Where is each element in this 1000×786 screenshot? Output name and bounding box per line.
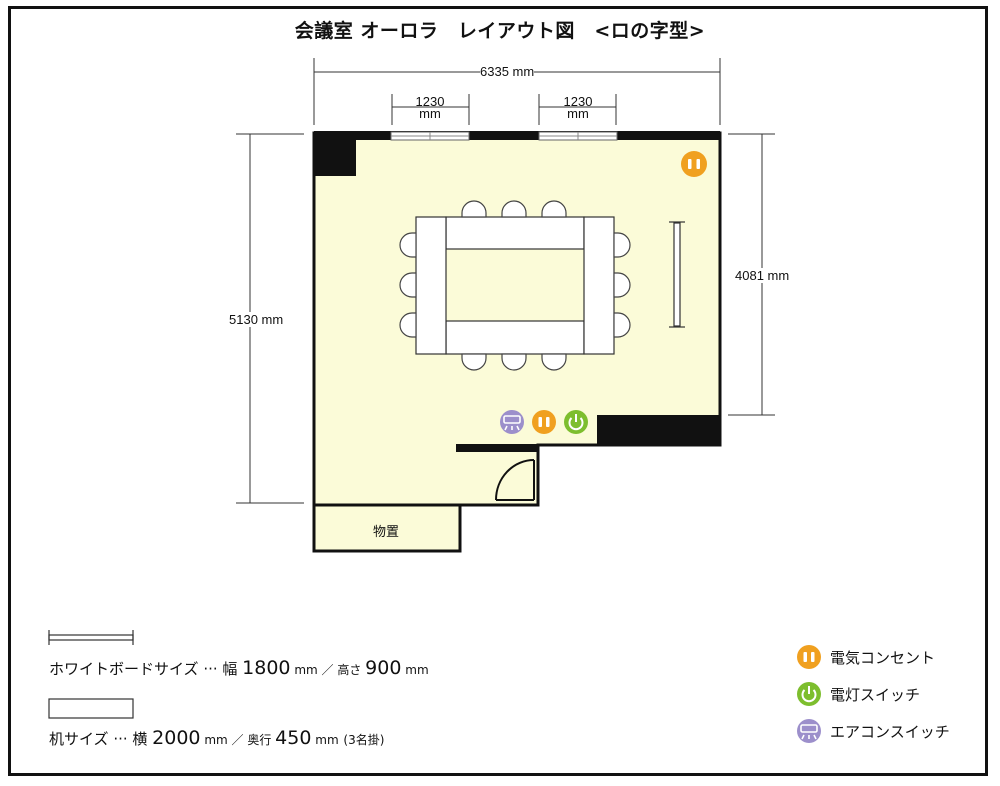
- room-depth-left-label: 5130 mm: [229, 312, 284, 327]
- desk-depth: 450: [275, 727, 312, 749]
- page-title: 会議室 オーロラ レイアウト図 <ロの字型>: [294, 20, 706, 42]
- room-width-label: 6335 mm: [480, 64, 535, 79]
- outlet-icon: [681, 151, 707, 177]
- whiteboard: [669, 221, 685, 328]
- legend-ac-switch: エアコンスイッチ: [796, 718, 950, 744]
- desk-size-note: 机サイズ ··· 横 2000 mm ／ 奥行 450 mm (3名掛): [49, 727, 384, 749]
- window-right-dimension: 1230 mm: [556, 94, 600, 121]
- table-top: [445, 216, 585, 250]
- chair: [613, 232, 631, 258]
- power-icon: [564, 410, 588, 434]
- legend-outlet: 電気コンセント: [796, 644, 935, 670]
- page-frame: [8, 6, 988, 776]
- chairs: [399, 200, 631, 371]
- desk-width: 2000: [152, 727, 201, 749]
- legend-whiteboard-symbol: [48, 630, 134, 645]
- window-left-value: 1230: [415, 94, 445, 109]
- chair: [613, 272, 631, 298]
- legend-light-switch-label: 電灯スイッチ: [830, 685, 921, 704]
- legend-outlet-label: 電気コンセント: [830, 648, 936, 667]
- outlet-icon: [532, 410, 556, 434]
- whiteboard-size-unit: mm: [401, 663, 429, 677]
- desk-size-unit: mm: [311, 733, 339, 747]
- table-bottom: [445, 320, 585, 355]
- whiteboard-size-mid: mm ／ 高さ: [290, 663, 366, 677]
- chair: [541, 353, 567, 371]
- chair: [461, 200, 487, 218]
- whiteboard-width: 1800: [242, 657, 291, 679]
- window-right-value: 1230: [563, 94, 593, 109]
- air-conditioner-icon: [797, 719, 821, 743]
- legend-desk-symbol: [48, 698, 134, 719]
- chair: [461, 353, 487, 371]
- window-left-dimension: 1230 mm: [408, 94, 452, 121]
- legend-ac-switch-label: エアコンスイッチ: [830, 722, 950, 741]
- desk-size-mid: mm ／ 奥行: [200, 733, 276, 747]
- legend-light-switch: 電灯スイッチ: [796, 681, 920, 707]
- window-right-unit: mm: [567, 106, 589, 121]
- chair: [501, 200, 527, 218]
- storage-room: [312, 503, 462, 553]
- window-left-unit: mm: [419, 106, 441, 121]
- desk-size-prefix: 机サイズ ··· 横: [49, 730, 153, 748]
- chair: [399, 312, 417, 338]
- chair: [613, 312, 631, 338]
- room-depth-right-label: 4081 mm: [735, 268, 790, 283]
- pillar-bottom-right: [597, 415, 720, 446]
- chair: [399, 272, 417, 298]
- whiteboard-size-note: ホワイトボードサイズ ··· 幅 1800 mm ／ 高さ 900 mm: [49, 657, 429, 679]
- pillar-top-left: [314, 133, 356, 176]
- desk-seats: (3名掛): [343, 733, 385, 747]
- chair: [399, 232, 417, 258]
- storage-label: 物置: [373, 525, 400, 540]
- chair: [541, 200, 567, 218]
- table-right: [583, 216, 615, 355]
- door: [495, 459, 535, 501]
- power-icon: [797, 682, 821, 706]
- top-wall: [314, 131, 720, 140]
- outlet-icon: [797, 645, 821, 669]
- chair: [501, 353, 527, 371]
- entrance-wall: [456, 444, 538, 452]
- table-left: [415, 216, 447, 355]
- air-conditioner-icon: [500, 410, 524, 434]
- whiteboard-height: 900: [365, 657, 402, 679]
- whiteboard-size-prefix: ホワイトボードサイズ ··· 幅: [49, 660, 243, 678]
